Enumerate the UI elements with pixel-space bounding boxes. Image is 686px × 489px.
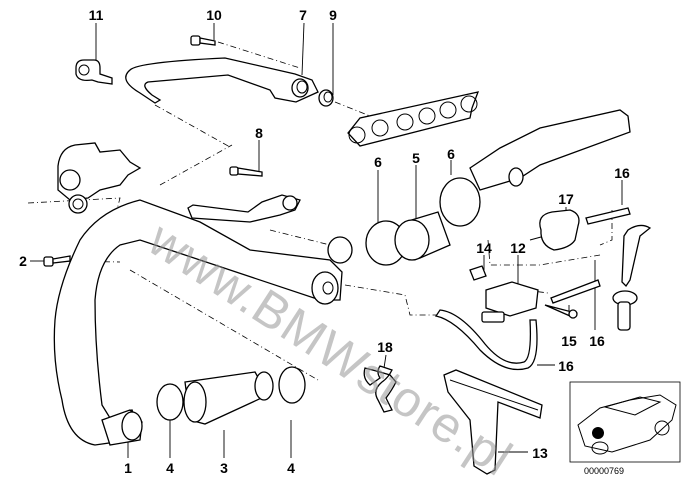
vacuum-valve — [612, 224, 652, 331]
part-2-bolt[interactable] — [43, 255, 71, 267]
part-11-clamp[interactable] — [75, 59, 113, 85]
part-4-clamp-left[interactable] — [156, 383, 184, 421]
part-3-rubber-boot[interactable] — [183, 371, 274, 425]
part-12-pressure-converter[interactable] — [481, 281, 539, 323]
callout-15[interactable]: 15 — [561, 333, 577, 349]
part-5-sleeve[interactable] — [394, 211, 451, 261]
part-18-holder[interactable] — [363, 365, 397, 413]
part-16-hose-top[interactable] — [585, 207, 631, 225]
part-4-clamp-right[interactable] — [278, 366, 306, 404]
callout-6-right[interactable]: 6 — [447, 146, 455, 162]
callout-4-left[interactable]: 4 — [166, 460, 174, 476]
callout-4-right[interactable]: 4 — [287, 460, 295, 476]
part-10-bolt[interactable] — [190, 35, 216, 46]
part-16-hose-long[interactable] — [434, 309, 538, 371]
wastegate-actuator — [311, 236, 353, 305]
callout-16-bottom[interactable]: 16 — [558, 358, 574, 374]
part-17-filter[interactable] — [529, 209, 580, 251]
part-14-plug[interactable] — [469, 265, 487, 281]
callout-7[interactable]: 7 — [299, 7, 307, 23]
turbocharger — [57, 142, 142, 214]
callout-6-left[interactable]: 6 — [374, 154, 382, 170]
callout-2[interactable]: 2 — [19, 253, 27, 269]
oil-feed-pipe — [187, 194, 301, 223]
callout-3[interactable]: 3 — [220, 460, 228, 476]
callout-12[interactable]: 12 — [510, 240, 526, 256]
callout-18[interactable]: 18 — [377, 339, 393, 355]
callout-16-mid[interactable]: 16 — [589, 333, 605, 349]
exhaust-manifold — [347, 91, 480, 147]
callout-9[interactable]: 9 — [329, 7, 337, 23]
location-marker — [592, 427, 604, 439]
callout-8[interactable]: 8 — [255, 125, 263, 141]
vehicle-inset — [569, 381, 681, 463]
callout-1[interactable]: 1 — [124, 460, 132, 476]
part-6-clamp-right[interactable] — [439, 177, 481, 227]
callout-13[interactable]: 13 — [532, 445, 548, 461]
part-13-bracket[interactable] — [443, 369, 543, 475]
part-7-pipe[interactable] — [125, 57, 319, 104]
part-16-hose-mid[interactable] — [550, 279, 601, 304]
part-15-screw[interactable] — [544, 304, 578, 319]
callout-10[interactable]: 10 — [206, 7, 222, 23]
catalog-number: 00000769 — [584, 466, 625, 476]
callout-17[interactable]: 17 — [558, 191, 574, 207]
callout-14[interactable]: 14 — [476, 240, 492, 256]
part-9-seal[interactable] — [318, 89, 334, 107]
callout-5[interactable]: 5 — [412, 150, 420, 166]
intake-pipe — [469, 109, 631, 191]
callout-11[interactable]: 11 — [88, 7, 104, 23]
callout-16-top[interactable]: 16 — [614, 165, 630, 181]
part-1-charge-pipe[interactable] — [53, 199, 343, 446]
part-8-stud[interactable] — [229, 166, 263, 177]
